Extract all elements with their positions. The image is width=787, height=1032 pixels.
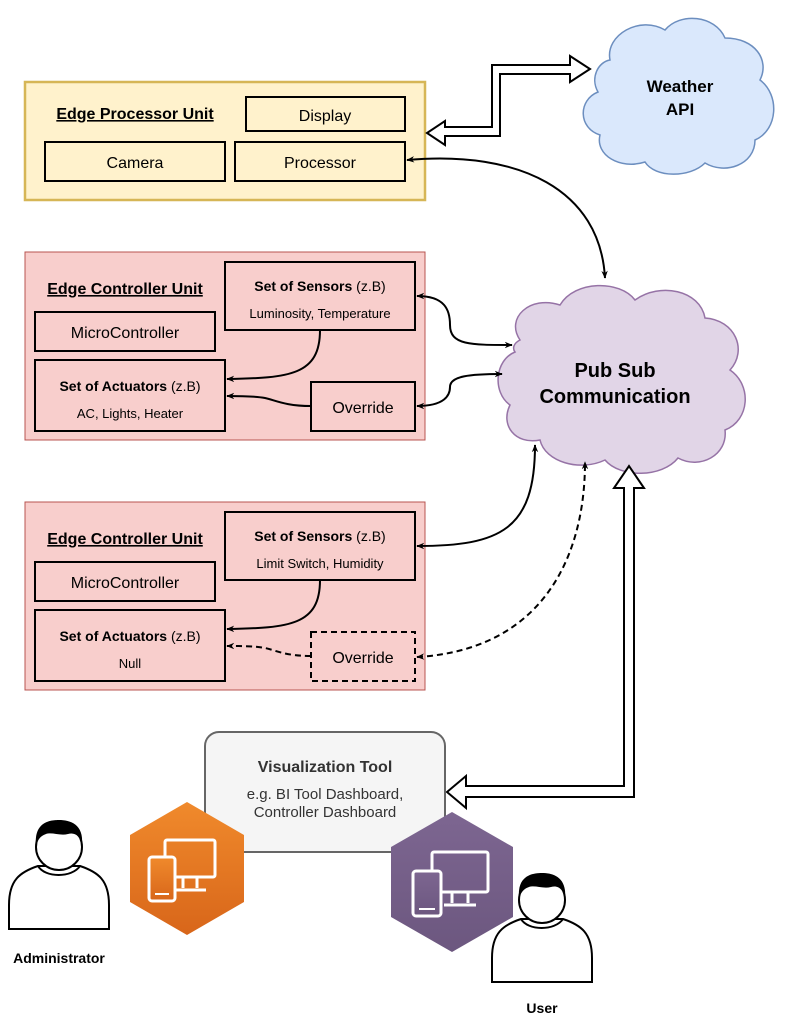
user-label: User [526,1000,558,1016]
controller2-sensors-suffix: (z.B) [352,528,385,544]
sensors2-actuators2-link [226,579,321,633]
viz-tool-line2: Controller Dashboard [254,804,397,821]
sensors1-pubsub-link [416,292,513,349]
controller2-actuators-box [34,609,226,682]
controller1-actuators-heading: Set of Actuators (z.B) [59,378,200,394]
weather-api-label-2: API [666,100,694,119]
controller1-micro-box [34,311,216,352]
pubsub-label-2: Communication [539,386,690,408]
edge-processor-unit: Edge Processor Unit Display Camera Proce… [23,80,427,202]
camera-label: Camera [107,155,164,172]
controller2-actuators-suffix: (z.B) [167,628,200,644]
controller1-sensors-title: Set of Sensors [254,278,352,294]
override1-pubsub-link [416,370,503,410]
user-person-icon [491,873,593,983]
edge-controller-unit-2: Edge Controller Unit Set of Sensors (z.B… [24,501,426,691]
viz-tool-line1: e.g. BI Tool Dashboard, [247,786,404,803]
override2-pubsub-link [416,461,589,660]
pubsub-cloud: Pub Sub Communication [497,284,746,474]
controller2-actuators-detail: Null [119,656,142,671]
display-label: Display [299,108,351,125]
controller1-actuators-suffix: (z.B) [167,378,200,394]
controller1-actuators-box [34,359,226,432]
sensors2-pubsub-link [416,444,539,550]
override1-actuators1-link [226,392,312,407]
user-devices-icon [391,812,513,952]
controller2-title: Edge Controller Unit [47,531,203,548]
processor-box [234,141,406,182]
weather-api-label-1: Weather [647,77,714,96]
controller1-sensors-box [224,261,416,331]
controller2-actuators-title: Set of Actuators [59,628,167,644]
controller1-sensors-heading: Set of Sensors (z.B) [254,278,385,294]
display-box [245,96,406,132]
weather-api-cloud: Weather API [582,17,775,175]
override2-actuators2-link [226,642,312,657]
viz-tool-title: Visualization Tool [258,759,393,776]
controller2-sensors-box [224,511,416,581]
controller1-actuators-title: Set of Actuators [59,378,167,394]
controller2-micro-label: MicroController [71,575,180,592]
weather-processor-link [425,54,592,147]
visualization-tool: Visualization Tool e.g. BI Tool Dashboar… [204,731,446,853]
controller1-sensors-detail: Luminosity, Temperature [249,306,390,321]
controller1-micro-label: MicroController [71,325,180,342]
controller1-override-box [310,381,416,432]
controller2-sensors-heading: Set of Sensors (z.B) [254,528,385,544]
processor-unit-title: Edge Processor Unit [56,106,214,123]
processor-pubsub-link [406,156,608,279]
pubsub-label-1: Pub Sub [574,360,655,382]
processor-label: Processor [284,155,357,172]
sensors1-actuators1-link [226,329,321,383]
edge-controller-unit-1: Edge Controller Unit Set of Sensors (z.B… [24,251,426,441]
controller1-actuators-detail: AC, Lights, Heater [77,406,184,421]
controller2-sensors-detail: Limit Switch, Humidity [256,556,384,571]
controller2-override-label: Override [332,650,393,667]
camera-box [44,141,226,182]
viz-pubsub-link [445,464,646,811]
controller2-actuators-heading: Set of Actuators (z.B) [59,628,200,644]
administrator-label: Administrator [13,950,105,966]
controller2-sensors-title: Set of Sensors [254,528,352,544]
controller1-title: Edge Controller Unit [47,281,203,298]
controller1-override-label: Override [332,400,393,417]
administrator-person-icon [8,820,110,930]
controller1-sensors-suffix: (z.B) [352,278,385,294]
admin-devices-icon [130,802,244,935]
controller2-micro-box [34,561,216,602]
